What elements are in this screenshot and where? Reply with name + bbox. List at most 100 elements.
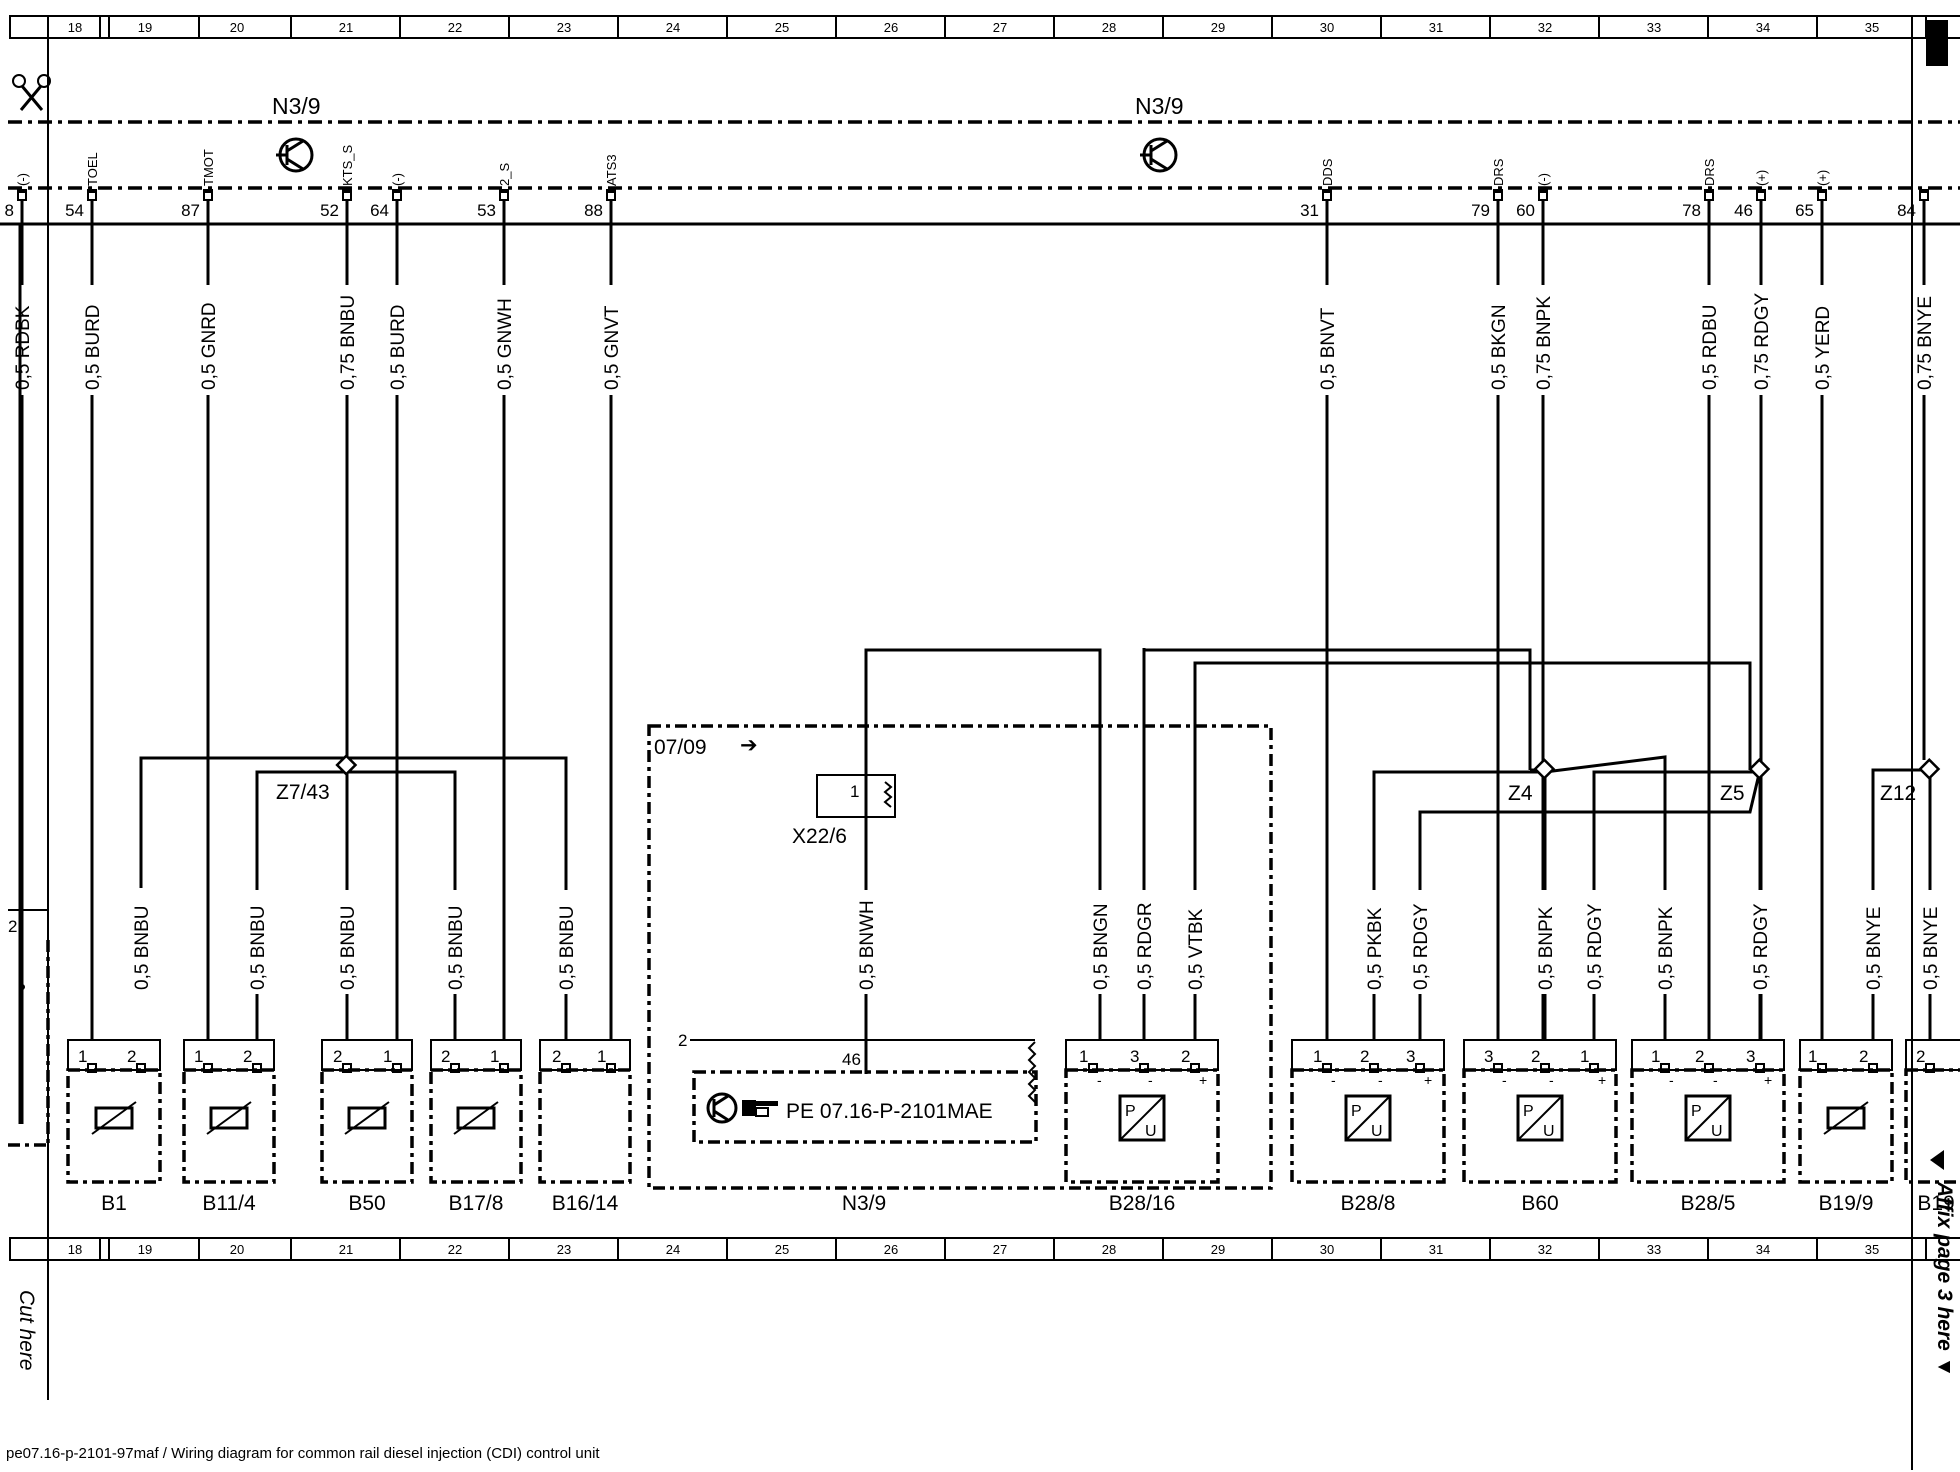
component-pin: 2 bbox=[441, 1047, 450, 1066]
component-body bbox=[182, 1068, 276, 1184]
wire-label: 0,5 GNWH bbox=[495, 298, 516, 390]
wire-label-bg bbox=[82, 285, 102, 395]
sensor-diagonal bbox=[1345, 1095, 1391, 1141]
thermistor-icon bbox=[1826, 1106, 1866, 1130]
splice-label: Z12 bbox=[1880, 782, 1916, 805]
pin-socket bbox=[17, 191, 27, 201]
ruler-tick-label: 22 bbox=[448, 20, 462, 35]
sensor-u: U bbox=[1543, 1123, 1555, 1140]
polarity-mark: - bbox=[1378, 1072, 1383, 1088]
pin-signal: (-) bbox=[1536, 173, 1551, 186]
pin-socket bbox=[450, 1063, 460, 1073]
pin-socket bbox=[203, 1063, 213, 1073]
left-edge-stub: 2 bbox=[8, 224, 50, 1147]
component-body bbox=[1798, 1068, 1894, 1184]
polarity-mark: + bbox=[1199, 1072, 1207, 1088]
pin-socket bbox=[561, 1063, 571, 1073]
wire-label-bg bbox=[337, 890, 357, 994]
wire-label: 0,5 BNBU bbox=[132, 906, 153, 990]
module-label-left: N3/9 bbox=[272, 93, 321, 119]
component-body bbox=[66, 1068, 162, 1184]
transistor-icon bbox=[1140, 137, 1178, 173]
wire-label-bg bbox=[1317, 285, 1337, 395]
wire-label-bg bbox=[1364, 890, 1384, 994]
splice-label: Z4 bbox=[1508, 782, 1533, 805]
component-pin: 1 bbox=[1651, 1047, 1660, 1066]
pin-signal: ATS3 bbox=[604, 154, 619, 186]
mount-box: 07/09 ➔ bbox=[647, 724, 1273, 1190]
wire-label: 0,5 RDGR bbox=[1135, 902, 1156, 990]
pin-signal: (-) bbox=[15, 173, 30, 186]
pin-socket bbox=[392, 1063, 402, 1073]
wire-label: 0,5 RDBU bbox=[1700, 304, 1721, 390]
component-label: B28/8 bbox=[1341, 1192, 1396, 1215]
pin-socket bbox=[1589, 1063, 1599, 1073]
polarity-mark: + bbox=[1764, 1072, 1772, 1088]
pin-signal: TMOT bbox=[201, 149, 216, 186]
pin-socket bbox=[1190, 1063, 1200, 1073]
pin-socket bbox=[1755, 1063, 1765, 1073]
pin-socket bbox=[87, 1063, 97, 1073]
thermistor-icon bbox=[347, 1106, 387, 1130]
thermistor-icon bbox=[94, 1106, 134, 1130]
polarity-mark: - bbox=[1713, 1072, 1718, 1088]
component-body bbox=[320, 1068, 414, 1184]
wire-label: 0,5 RDGY bbox=[1585, 903, 1606, 990]
thermistor-diagonal bbox=[91, 1101, 137, 1135]
component-label: B60 bbox=[1521, 1192, 1558, 1215]
component-body bbox=[538, 1068, 632, 1184]
thermistor-icon bbox=[209, 1106, 249, 1130]
component-body bbox=[1290, 1068, 1446, 1184]
ruler-tick-label: 33 bbox=[1647, 1242, 1661, 1257]
wire-label: 0,5 BURD bbox=[388, 304, 409, 390]
module-label-right: N3/9 bbox=[1135, 93, 1184, 119]
component-pin: 2 bbox=[1916, 1047, 1925, 1066]
component-label: B28/5 bbox=[1681, 1192, 1736, 1215]
pin-number: 8 bbox=[5, 201, 14, 220]
pin-socket bbox=[1925, 1063, 1935, 1073]
n3-9-reference: PE 07.16-P-2101MAE bbox=[786, 1100, 993, 1123]
component-pin: 2 bbox=[1360, 1047, 1369, 1066]
sensor-u: U bbox=[1371, 1123, 1383, 1140]
ruler-tick-label: 19 bbox=[138, 1242, 152, 1257]
mount-arrow-icon: ➔ bbox=[740, 734, 758, 757]
wire-label-bg bbox=[1185, 890, 1205, 994]
wire-label-bg bbox=[1410, 890, 1430, 994]
wire-label: 0,5 BNGN bbox=[1091, 903, 1112, 990]
wire-label: 0,75 BNYE bbox=[1915, 296, 1936, 390]
svg-text:2: 2 bbox=[678, 1031, 687, 1050]
pin-socket bbox=[606, 1063, 616, 1073]
svg-text:1: 1 bbox=[850, 782, 859, 801]
pin-socket bbox=[1322, 1063, 1332, 1073]
wire-label: 0,5 BURD bbox=[83, 304, 104, 390]
wire-label-bg bbox=[1090, 890, 1110, 994]
pressure-sensor-icon bbox=[1684, 1094, 1732, 1142]
pin-socket bbox=[1868, 1063, 1878, 1073]
component-pin: 3 bbox=[1484, 1047, 1493, 1066]
affix-arrow-icon bbox=[1930, 1150, 1944, 1170]
component-pin: 3 bbox=[1130, 1047, 1139, 1066]
wire-label: 0,5 BNPK bbox=[1656, 906, 1677, 990]
component-pin: 1 bbox=[194, 1047, 203, 1066]
control-unit-connector: 8(-)54TOEL87TMOT52KTS_S64(-)532_S88ATS33… bbox=[5, 144, 1929, 224]
thermistor-diagonal bbox=[453, 1101, 499, 1135]
component-pin: 3 bbox=[1406, 1047, 1415, 1066]
component-pin: 2 bbox=[1859, 1047, 1868, 1066]
pin-socket bbox=[136, 1063, 146, 1073]
wire-label: 0,5 BNBU bbox=[557, 906, 578, 990]
sensor-p: P bbox=[1691, 1103, 1702, 1120]
ruler-tick-label: 29 bbox=[1211, 20, 1225, 35]
component-label: B50 bbox=[348, 1192, 385, 1215]
sensor-p: P bbox=[1125, 1103, 1136, 1120]
wire-label: 0,75 BNBU bbox=[338, 295, 359, 390]
pin-socket bbox=[203, 191, 213, 201]
